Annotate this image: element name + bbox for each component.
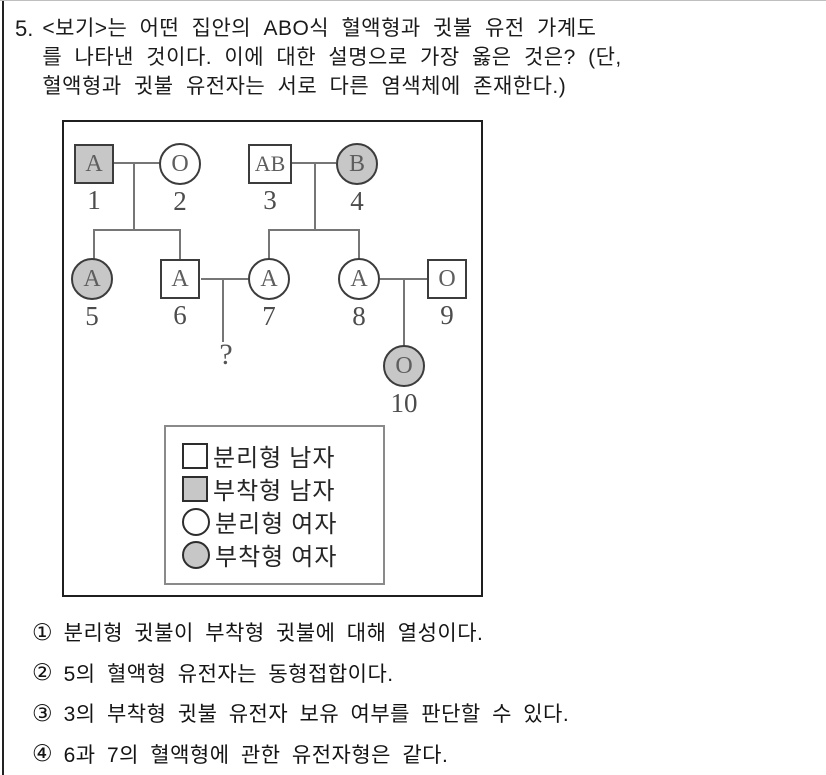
choice-4: ④ 6과 7의 혈액형에 관한 유전자형은 같다. xyxy=(32,734,569,775)
pedigree-legend: 분리형 남자 부착형 남자 분리형 여자 부착형 여자 xyxy=(164,425,385,585)
legend-row-attached-female: 부착형 여자 xyxy=(182,538,383,571)
male-attached-symbol: A xyxy=(74,144,114,184)
filled-square-icon xyxy=(182,475,208,502)
pedigree-line-to-7 xyxy=(268,229,270,259)
legend-row-separated-female: 분리형 여자 xyxy=(182,505,383,538)
male-separated-symbol: A xyxy=(160,259,200,299)
question-number: 5. xyxy=(15,16,34,41)
legend-label: 부착형 여자 xyxy=(215,545,338,571)
choice-3-marker: ③ xyxy=(32,699,53,726)
choice-2-text: 5의 혈액형 유전자는 동형접합이다. xyxy=(63,662,394,686)
pedigree-line-drop-8-9 xyxy=(403,278,405,346)
pedigree-member-6: A 6 xyxy=(158,259,202,329)
pedigree-member-8: A 8 xyxy=(337,258,381,330)
female-separated-symbol: O xyxy=(159,143,201,185)
pedigree-member-4: B 4 xyxy=(335,143,379,215)
pedigree-member-9: O 9 xyxy=(425,259,469,329)
pedigree-member-3: AB 3 xyxy=(248,144,292,214)
female-attached-symbol: O xyxy=(383,345,425,387)
choice-2: ② 5의 혈액형 유전자는 동형접합이다. xyxy=(32,653,569,694)
pedigree-line-couple-6-7 xyxy=(201,278,248,280)
male-separated-symbol: O xyxy=(427,259,467,299)
member-number: 3 xyxy=(263,185,277,215)
pedigree-member-5: A 5 xyxy=(70,258,114,330)
legend-row-separated-male: 분리형 남자 xyxy=(182,439,383,472)
member-number: 8 xyxy=(352,301,366,331)
pedigree-diagram: A 1 O 2 AB 3 B 4 A 5 A 6 A 7 A 8 O 9 O 1… xyxy=(62,120,483,597)
pedigree-line-drop-6-7 xyxy=(222,278,224,342)
answer-choices: ① 분리형 귓불이 부착형 귓불에 대해 열성이다. ② 5의 혈액형 유전자는… xyxy=(32,612,569,774)
choice-4-marker: ④ xyxy=(32,740,53,767)
choice-4-text: 6과 7의 혈액형에 관한 유전자형은 같다. xyxy=(63,743,449,767)
pedigree-line-drop-3-4 xyxy=(314,162,316,230)
member-number: 1 xyxy=(87,185,101,215)
page-left-border xyxy=(2,0,4,775)
member-number: 6 xyxy=(173,300,187,330)
female-attached-symbol: B xyxy=(336,143,378,185)
member-number: 5 xyxy=(85,301,99,331)
pedigree-line-to-6 xyxy=(179,229,181,260)
female-separated-symbol: A xyxy=(338,258,380,300)
pedigree-line-sibling-7-8 xyxy=(268,229,360,231)
question-block: 5. <보기>는 어떤 집안의 ABO식 혈액형과 귓불 유전 가계도 를 나타… xyxy=(15,14,622,101)
legend-row-attached-male: 부착형 남자 xyxy=(182,472,383,505)
legend-label: 분리형 남자 xyxy=(213,446,336,472)
choice-3: ③ 3의 부착형 귓불 유전자 보유 여부를 판단할 수 있다. xyxy=(32,693,569,734)
male-separated-symbol: AB xyxy=(248,144,292,184)
female-attached-symbol: A xyxy=(71,258,113,300)
pedigree-line-to-5 xyxy=(93,229,95,259)
question-line-3: 혈액형과 귓불 유전자는 서로 다른 염색체에 존재한다.) xyxy=(42,75,567,98)
choice-1-marker: ① xyxy=(32,618,53,645)
pedigree-line-to-8 xyxy=(358,229,360,259)
pedigree-line-sibling-5-6 xyxy=(93,229,181,231)
unknown-child-question-mark: ? xyxy=(219,338,233,371)
legend-label: 부착형 남자 xyxy=(213,479,336,505)
pedigree-member-7: A 7 xyxy=(247,258,291,330)
open-square-icon xyxy=(182,442,208,469)
pedigree-line-couple-1-2 xyxy=(114,162,160,164)
question-line-2: 를 나타낸 것이다. 이에 대한 설명으로 가장 옳은 것은? (단, xyxy=(42,46,622,69)
choice-1-text: 분리형 귓불이 부착형 귓불에 대해 열성이다. xyxy=(63,622,484,646)
filled-circle-icon xyxy=(182,540,210,569)
legend-label: 분리형 여자 xyxy=(215,512,338,538)
member-number: 7 xyxy=(262,301,276,331)
open-circle-icon xyxy=(182,507,210,536)
pedigree-member-1: A 1 xyxy=(72,144,116,214)
member-number: 4 xyxy=(350,186,364,216)
choice-1: ① 분리형 귓불이 부착형 귓불에 대해 열성이다. xyxy=(32,612,569,653)
choice-2-marker: ② xyxy=(32,659,53,686)
page-top-divider xyxy=(0,0,826,1)
choice-3-text: 3의 부착형 귓불 유전자 보유 여부를 판단할 수 있다. xyxy=(63,703,570,727)
pedigree-line-drop-1-2 xyxy=(133,162,135,230)
question-text: <보기>는 어떤 집안의 ABO식 혈액형과 귓불 유전 가계도 를 나타낸 것… xyxy=(42,14,621,101)
member-number: 2 xyxy=(173,186,187,216)
question-line-1: <보기>는 어떤 집안의 ABO식 혈액형과 귓불 유전 가계도 xyxy=(42,17,597,40)
pedigree-member-10: O 10 xyxy=(382,345,426,417)
pedigree-member-2: O 2 xyxy=(158,143,202,215)
female-separated-symbol: A xyxy=(248,258,290,300)
member-number: 9 xyxy=(440,300,454,330)
member-number: 10 xyxy=(390,388,418,418)
